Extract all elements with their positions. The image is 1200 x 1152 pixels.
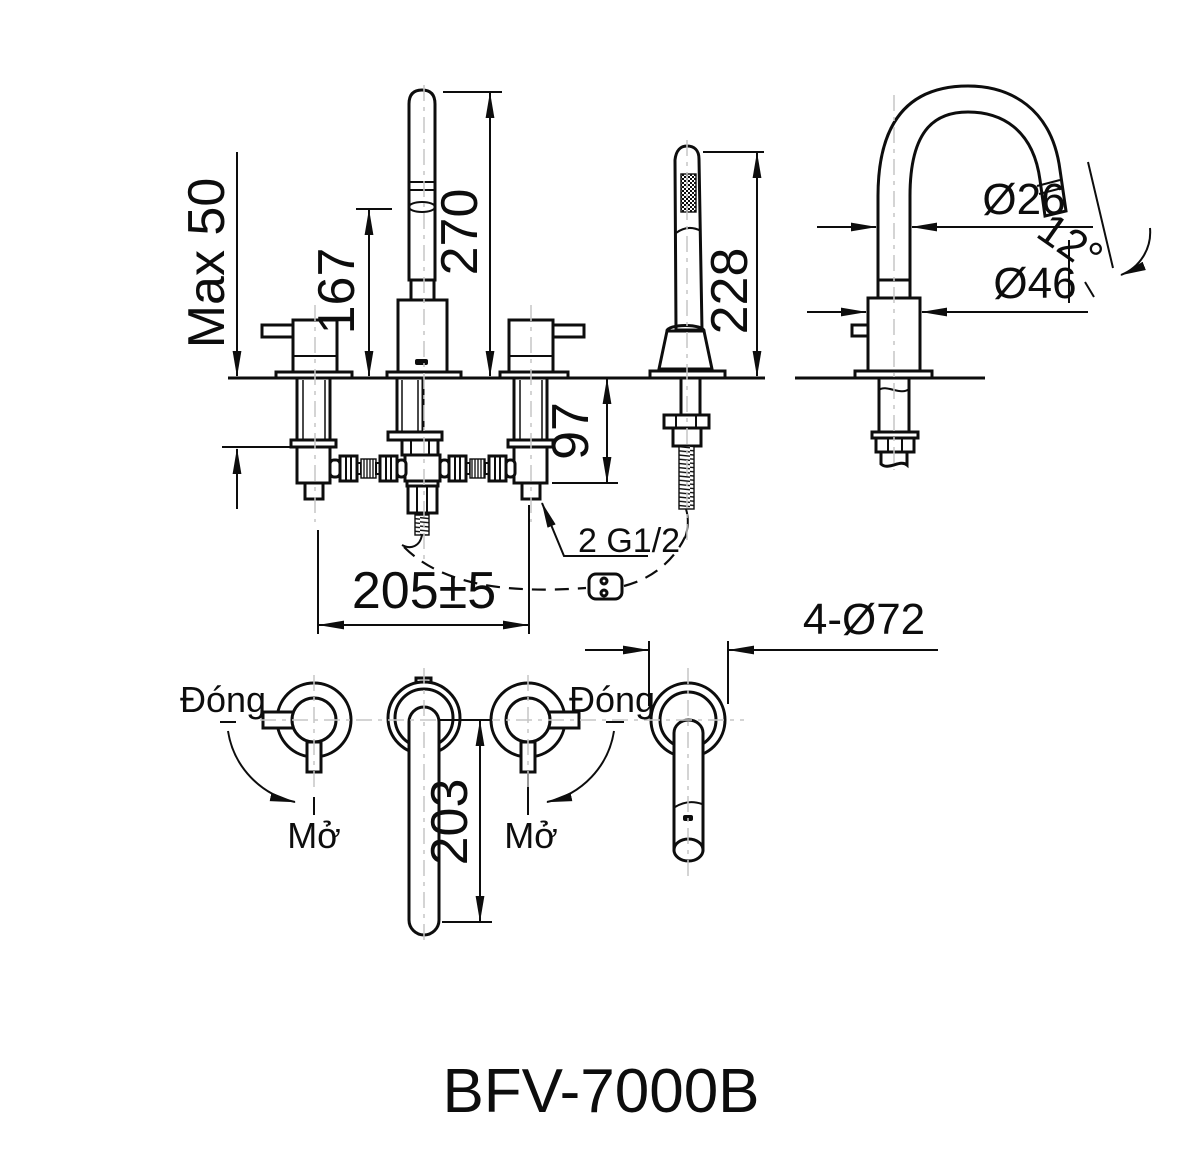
center-tee-assembly: [386, 376, 444, 549]
tee-fitting: [403, 453, 442, 483]
side-view: [795, 84, 1152, 469]
tee-thread: [414, 514, 430, 536]
label-open-right: Mở: [504, 815, 558, 856]
dim-body-dia: Ø46: [993, 259, 1076, 308]
tee-hex-nut: [406, 484, 439, 515]
left-rotation-arrow: [227, 730, 296, 803]
left-knurled-nut: [360, 458, 377, 479]
model-title: BFV-7000B: [442, 1057, 759, 1126]
dim-under-deck: 97: [542, 402, 600, 460]
handle-labels: Đóng Mở Đóng Mở: [180, 679, 655, 856]
hose-dashed-right: [623, 536, 686, 588]
hose-connector: [587, 572, 624, 601]
right-rotation-arrow: [546, 730, 615, 803]
spray-face: [680, 173, 697, 213]
left-coupling: [328, 454, 408, 483]
handshower-holder-cone: [657, 329, 714, 371]
centerlines: [260, 85, 895, 945]
diverter-knob: [850, 323, 870, 338]
front-view: [228, 88, 765, 601]
angle-arc-arrow: [1120, 227, 1152, 276]
brand-mark: [415, 359, 428, 365]
dim-max-deck: Max 50: [178, 178, 236, 349]
right-handle-top: [489, 681, 624, 815]
label-close-right: Đóng: [569, 679, 655, 720]
dim-mount-holes: 4-Ø72: [803, 595, 925, 644]
dim-spout-height: 270: [431, 189, 489, 276]
dimensions: Max 50 167 270 228 97 205±5 2 G1/2 Ø26 1…: [178, 91, 1111, 923]
left-shank: [289, 376, 338, 501]
right-knurled-nut: [469, 458, 486, 479]
right-coupling: [438, 454, 517, 483]
angle-annotation: [1068, 161, 1152, 303]
left-inlet: [303, 481, 325, 501]
top-view: [220, 676, 727, 937]
spout-tube: [407, 88, 437, 282]
label-open-left: Mở: [287, 815, 341, 856]
left-handle-lever: [260, 323, 295, 339]
handshower-wand-top: [672, 718, 705, 852]
dim-spout-reach: 203: [421, 779, 479, 866]
dim-spout-outlet-height: 167: [308, 248, 366, 335]
label-close-left: Đóng: [180, 679, 266, 720]
side-shank: [870, 376, 920, 469]
dim-spout-pipe-dia: Ø26: [982, 175, 1065, 224]
spout-joint: [408, 201, 436, 213]
dim-inlet-thread: 2 G1/2: [578, 522, 680, 560]
hose-dashed-left: [403, 546, 587, 591]
thread-leader: [541, 502, 648, 557]
dim-handle-spacing: 205±5: [352, 562, 496, 620]
right-handle-lever: [551, 323, 586, 339]
gooseneck-spout: [876, 84, 1068, 300]
hose-routing: [403, 536, 686, 601]
dim-handshower-height: 228: [701, 248, 759, 335]
right-handle-front: [498, 318, 586, 380]
